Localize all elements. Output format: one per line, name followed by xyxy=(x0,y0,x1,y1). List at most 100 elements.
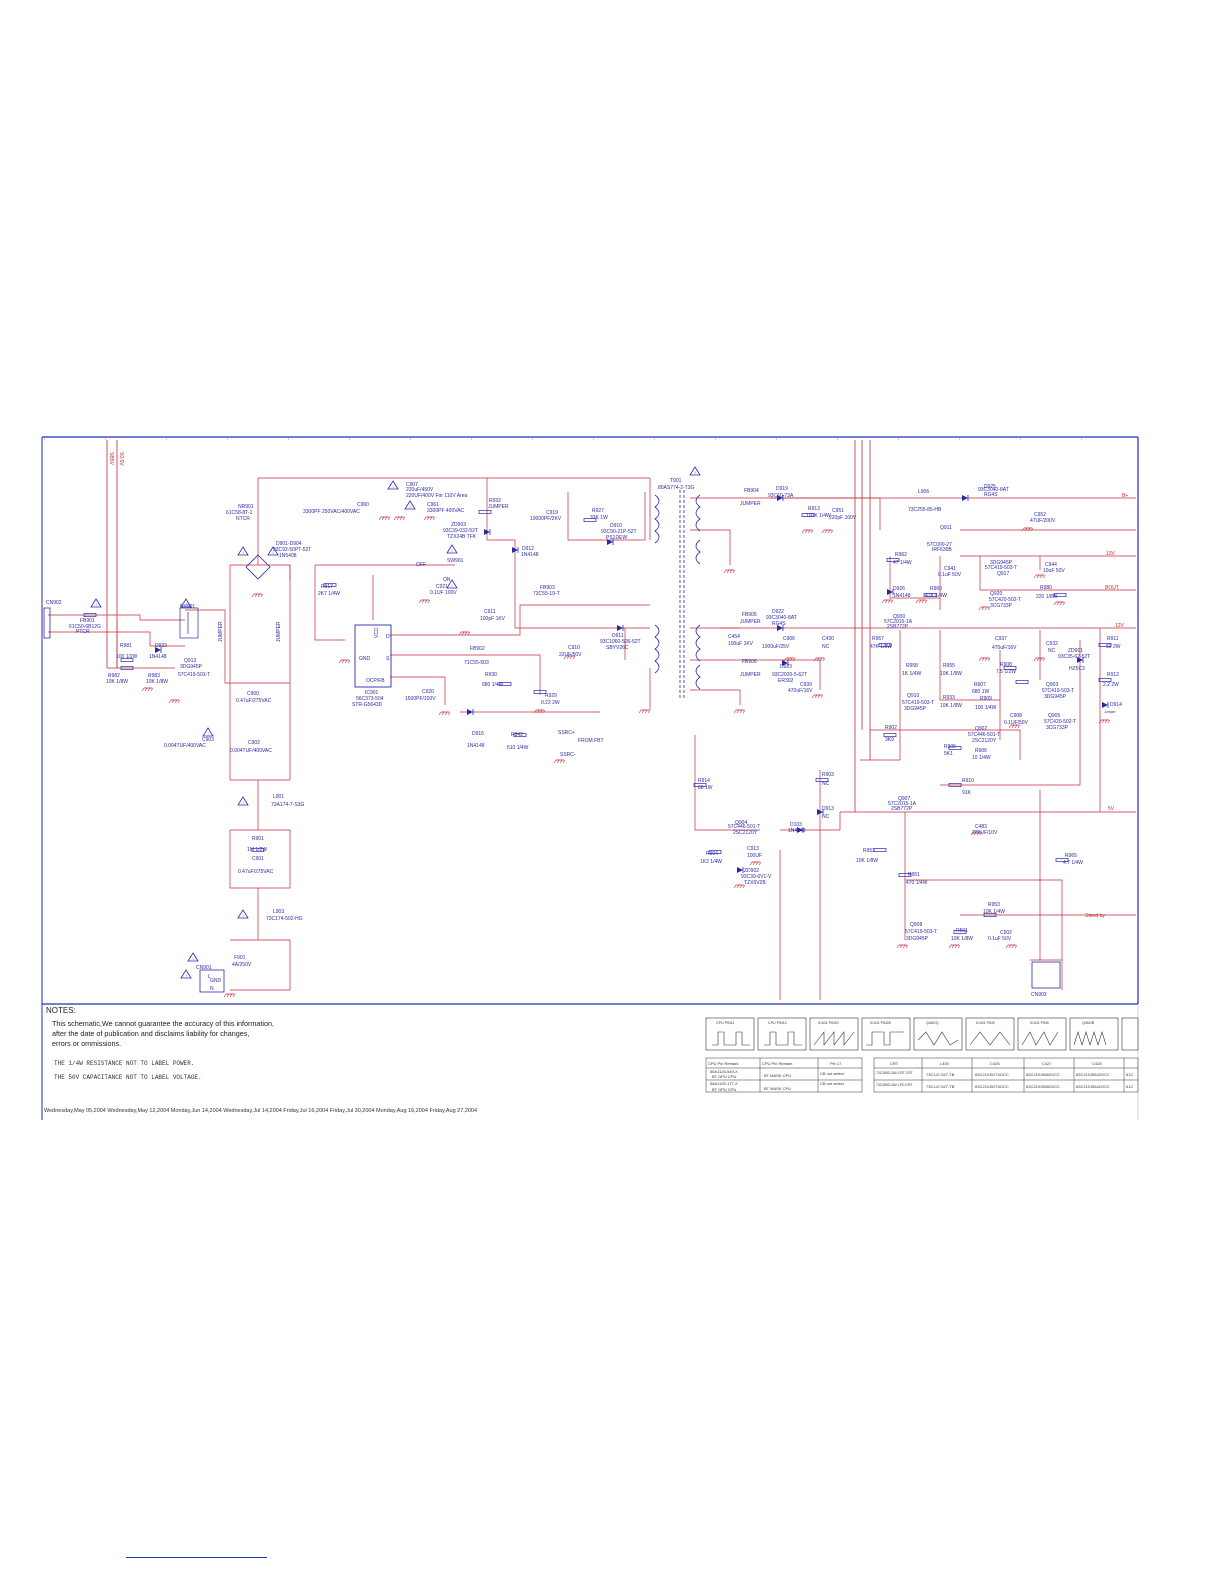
labels-r501-label: R501 xyxy=(956,928,968,934)
waveform-table-headers-6-label: IC401 PIN5 xyxy=(1030,1021,1049,1025)
labels-l903-label: L903 xyxy=(273,909,284,915)
labels-r910-label: R910 xyxy=(962,778,974,784)
labels-q917-b-label: 57C419-503-T xyxy=(985,565,1017,571)
labels-c903-label: C903 xyxy=(202,737,214,743)
labels-fb906-label: FB906 xyxy=(742,659,757,665)
labels-r917-label: R917 xyxy=(321,584,333,590)
labels-q913-a-label: 3DG945P xyxy=(180,664,203,670)
labels-r901-label: R901 xyxy=(252,836,264,842)
labels-t901-label: T901 xyxy=(670,478,682,484)
labels-n-label: N xyxy=(210,986,214,992)
labels-r909-label: R909 xyxy=(980,696,992,702)
labels-r912-val-label: 2.2 2W xyxy=(1103,682,1119,688)
labels-q904-b-label: 2SC2120Y xyxy=(733,830,758,836)
labels-r501-val-label: 10K 1/8W xyxy=(951,936,973,942)
labels-d910-b-label: PS1DEW xyxy=(606,535,627,541)
waveform-table-cols2-row2-4-label: 63C210J5642OCC xyxy=(1076,1084,1110,1089)
remark-table xyxy=(705,1057,1139,1093)
waveform-table-cols2-header-4-label: C428 xyxy=(1092,1061,1102,1066)
labels-d911-label: D911 xyxy=(612,633,624,639)
labels-c483-val-label: 220UF/10V xyxy=(972,830,998,836)
labels-q902-label: Q902 xyxy=(975,726,987,732)
labels-q930-a-label: 57C2015-1A xyxy=(884,619,913,625)
waveform-table-cols2-row1-0-label: 73C3553-2AV CRT CRT xyxy=(876,1071,913,1075)
labels-q917-c-label: Q917 xyxy=(997,571,1009,577)
labels-c430-val-label: NC xyxy=(822,644,830,650)
labels-fb902-label: FB902 xyxy=(470,646,485,652)
labels-fb901-label: FB901 xyxy=(80,618,95,624)
labels-r982-label: R982 xyxy=(108,673,120,679)
labels-cn903-label: CN903 xyxy=(1031,992,1047,998)
labels-q911-label: Q911 xyxy=(940,525,952,531)
labels-r980-label: R980 xyxy=(1040,585,1052,591)
labels-zd902-b-label: TZX6V2B xyxy=(744,880,766,886)
labels-c907-label: C907 xyxy=(406,482,418,488)
ic901-box xyxy=(354,624,392,688)
waveform-headers: CPU PIN11 CPU PIN12 IC401 PIN20 IC401 PI… xyxy=(716,1021,1095,1025)
labels-zd903-label: ZD903 xyxy=(451,522,466,528)
labels-c941-val-label: 0.1uF 50V xyxy=(938,572,962,578)
labels-nr901-label: NR901 xyxy=(238,504,254,510)
labels-c901-val-label: 0.47uF/275VAC xyxy=(238,869,274,875)
labels-r929-val-label: 0.22 2W xyxy=(541,700,560,706)
labels-d922-label: D922 xyxy=(772,609,784,615)
labels-r958-val-label: 1K 1/4W xyxy=(902,671,921,677)
labels-q910-b-label: 3DG945P xyxy=(904,706,927,712)
labels-r952-val-label: 10K 1/8W xyxy=(856,858,878,864)
labels-r929-label: R929 xyxy=(545,693,557,699)
schematic-frame xyxy=(41,436,1139,1120)
waveform-table-cols2-row1-4-label: 63C210J5642OCC xyxy=(1076,1072,1110,1077)
labels-r904-label: R904 xyxy=(706,851,718,857)
labels-d925-label: D925 xyxy=(984,484,996,490)
labels-d911-a-label: 93C1060-506-52T xyxy=(600,639,641,645)
waveform-table-headers-4-label: Q452/Q xyxy=(926,1021,939,1025)
waveform-table-cols2-header-1-label: L400 xyxy=(940,1061,950,1066)
relay-ry901 xyxy=(179,607,199,639)
labels-q904-label: Q904 xyxy=(735,820,747,826)
labels-c960-val-label: 3300PF 250VAC/400VAC xyxy=(303,509,360,515)
waveform-table-headers-0-label: CPU PIN11 xyxy=(716,1021,734,1025)
labels-ic-d-label: D xyxy=(386,634,390,640)
labels-r903-val-label: NC xyxy=(822,781,830,787)
waveform-table-cols-0-0-label: CPU Pin Remark xyxy=(708,1061,738,1066)
labels-c902-label: C902 xyxy=(248,740,260,746)
waveform-table-headers-2-label: IC401 PIN20 xyxy=(818,1021,839,1025)
labels-r914-label: R914 xyxy=(698,778,710,784)
labels-r965-label: R965 xyxy=(1065,853,1077,859)
revision-dates: Wednesday,May 05,2004 Wednesday,May 12,2… xyxy=(44,1108,478,1114)
labels-r911-val-label: 82 2W xyxy=(1106,644,1121,650)
labels-c920-label: C920 xyxy=(422,689,434,695)
labels-zd903-b-label: TZX24B TFK xyxy=(447,534,477,540)
notes-title: NOTES: xyxy=(46,1006,76,1015)
labels-stand-by-label: Stand by xyxy=(1085,913,1105,919)
remark-table-text: CPU Pin Remark 56A1125-549-X BT GPU CPU … xyxy=(708,1061,1133,1092)
labels-c908-val-label: 0.1UF/50V xyxy=(1004,720,1029,726)
waveform-table-cols-0-4-label: BT GPU CPU xyxy=(712,1087,736,1092)
labels-d923-b-label: ER302 xyxy=(778,678,794,684)
waveform-table-headers-5-label: IC401 PIN3 xyxy=(976,1021,995,1025)
labels-ic901-a-label: 56C373-504 xyxy=(356,696,384,702)
labels-q930-label: Q930 xyxy=(893,614,905,620)
labels-q907-label: Q907 xyxy=(898,796,910,802)
labels-r942-label: R942 xyxy=(511,732,523,738)
labels-off-label: OFF xyxy=(416,562,426,568)
ground-symbols xyxy=(141,516,1111,998)
labels-nr901-b-label: NTCR xyxy=(236,516,250,522)
labels-bridge-a-label: 93C92-50PT-52T xyxy=(273,547,311,553)
labels-d916-label: D916 xyxy=(472,731,484,737)
labels-r917-val-label: 2K7 1/4W xyxy=(318,591,340,597)
labels-zd901-b-label: HZ5C3 xyxy=(1069,666,1085,672)
rail-label-5v: 5V xyxy=(1108,806,1115,812)
labels-c900-val-label: 0.47uF/275VAC xyxy=(236,698,272,704)
labels-r927-label: R927 xyxy=(592,508,604,514)
labels-c483-label: C483 xyxy=(975,824,987,830)
labels-r951-val-label: 470 1/4W xyxy=(906,880,928,886)
labels-q903-a-label: 57C419-503-T xyxy=(1042,688,1074,694)
labels-r967-val-label: 47K 1/8W xyxy=(870,644,892,650)
labels-nr901-a-label: 61C58-8T-1 xyxy=(226,510,253,516)
notes-line-4: THE 1/4W RESISTANCE NOT TO LABEL POWER. xyxy=(54,1060,195,1067)
labels-r906-val-label: 10 1/4W xyxy=(972,755,991,761)
footer-link-underline[interactable] xyxy=(126,1557,267,1558)
labels-c430-label: C430 xyxy=(822,636,834,642)
